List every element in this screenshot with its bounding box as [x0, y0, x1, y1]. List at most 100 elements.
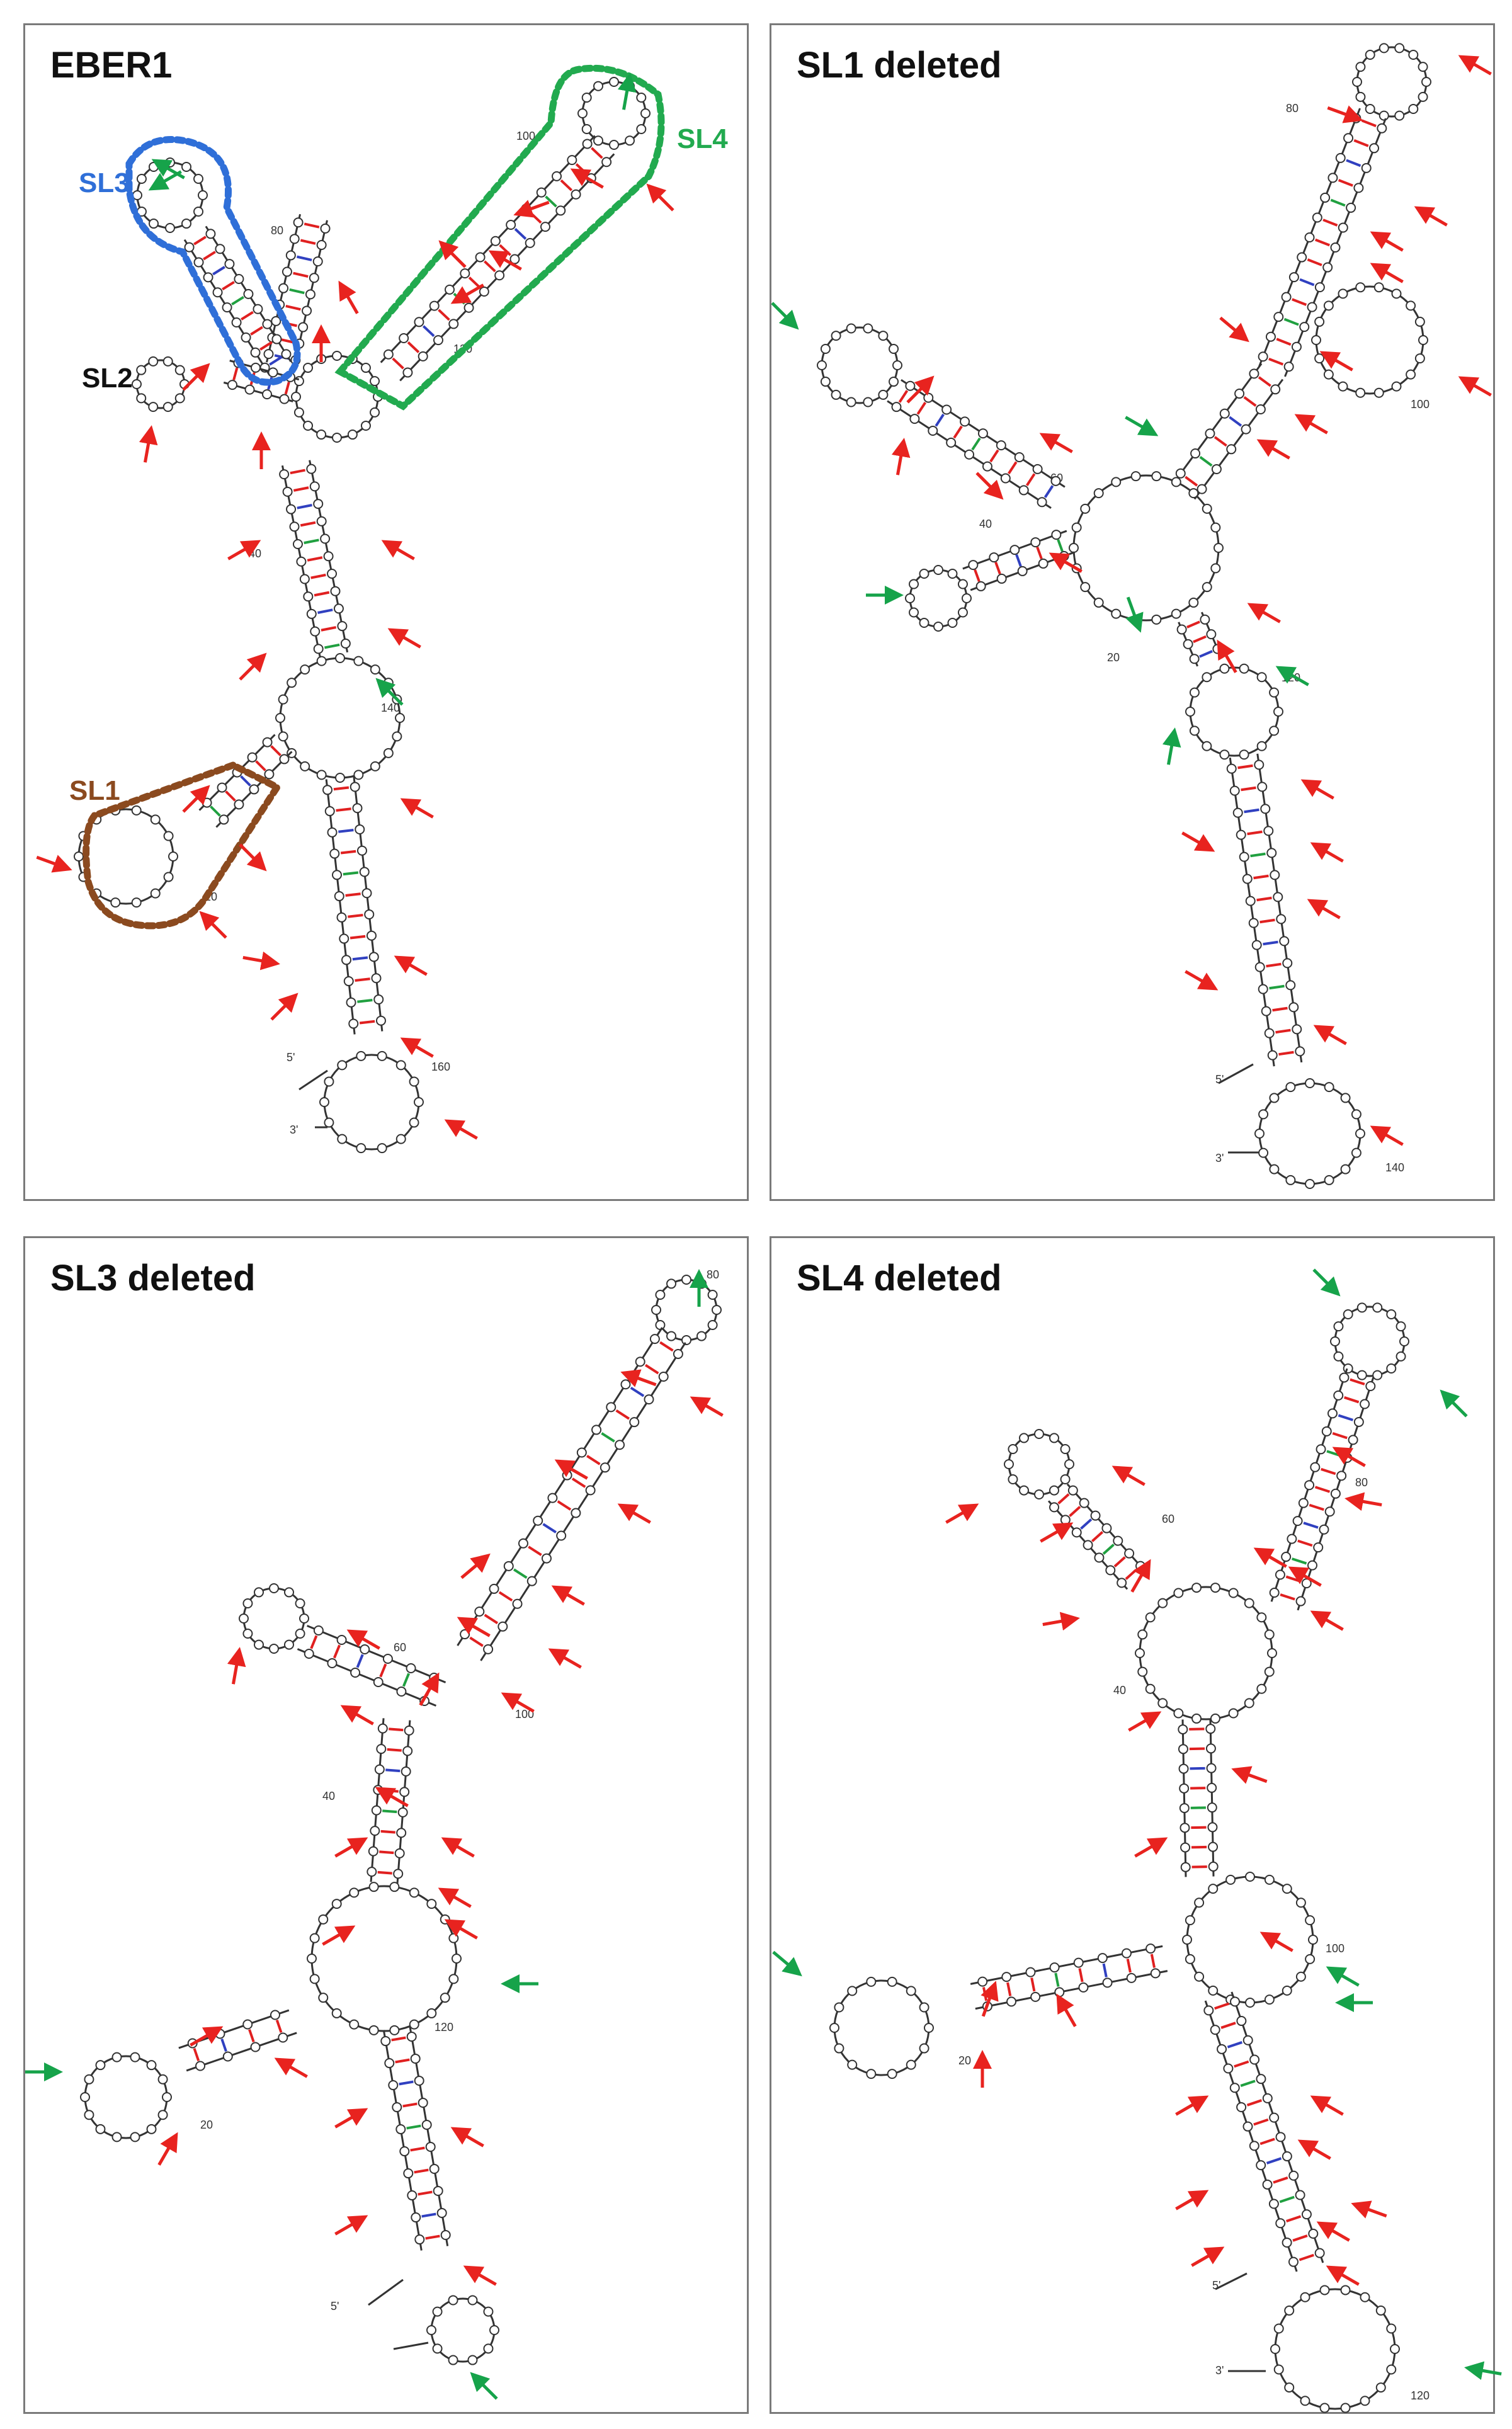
nucleotide: [1304, 232, 1315, 243]
nucleotide: [1258, 1147, 1269, 1158]
nucleotide: [962, 593, 972, 603]
nucleotide: [448, 2355, 458, 2365]
base-pair: [355, 977, 370, 982]
nucleotide: [1285, 1175, 1296, 1185]
nucleotide: [284, 1639, 294, 1650]
nucleotide: [636, 124, 647, 134]
nucleotide: [1386, 2323, 1397, 2334]
base-pair: [1006, 1982, 1012, 1996]
nucleotide: [382, 1653, 393, 1664]
base-pair: [1297, 1539, 1313, 1547]
hairpin-loop: [577, 77, 651, 150]
nucleotide: [1117, 1578, 1127, 1588]
nucleotide: [303, 363, 314, 373]
end-label-3prime: 3': [290, 1123, 298, 1136]
loop-backbone: [1072, 474, 1220, 622]
base-pair: [1240, 2079, 1256, 2087]
nucleotide: [356, 845, 367, 856]
end-label-5prime: 5': [1212, 2279, 1220, 2292]
nucleotide: [193, 174, 204, 184]
nucleotide: [655, 1290, 666, 1300]
base-pair: [1199, 456, 1213, 467]
base-pair: [1268, 357, 1284, 366]
loop-backbone: [310, 1885, 458, 2032]
nucleotide: [136, 393, 147, 404]
nucleotide: [130, 2132, 140, 2142]
nucleotide: [1333, 1390, 1344, 1401]
nucleotide: [1126, 1972, 1137, 1983]
nucleotide: [367, 1867, 377, 1877]
red-arrow: [444, 1119, 478, 1140]
nucleotide: [323, 551, 334, 562]
backbone-strand: [1229, 757, 1275, 1067]
nucleotide: [1365, 49, 1375, 60]
nucleotide: [371, 973, 382, 984]
base-pair: [255, 760, 266, 771]
nucleotide: [331, 2008, 342, 2018]
nucleotide: [292, 539, 303, 550]
nucleotide: [278, 731, 288, 742]
nucleotide: [1313, 1542, 1324, 1553]
nucleotide: [327, 827, 338, 838]
nucleotide: [483, 1644, 494, 1654]
nucleotide: [1282, 2237, 1292, 2248]
red-arrow: [1300, 779, 1334, 800]
base-pair: [1346, 159, 1361, 168]
nucleotide: [1080, 503, 1091, 514]
nucleotide: [571, 189, 581, 200]
nucleotide: [1372, 1370, 1383, 1380]
red-arrow: [460, 1553, 491, 1579]
nucleotide: [1340, 1164, 1351, 1175]
base-pair: [1286, 2215, 1302, 2222]
nucleotide: [1239, 749, 1249, 760]
nucleotide: [347, 429, 358, 440]
red-arrow: [1414, 206, 1448, 227]
red-arrow: [400, 1037, 434, 1058]
helix-stem: [1226, 753, 1305, 1067]
base-pair: [385, 1768, 401, 1773]
base-pair: [529, 212, 542, 224]
base-pair: [1338, 1414, 1354, 1421]
nucleotide: [1353, 183, 1364, 193]
nucleotide: [409, 1076, 419, 1087]
nucleotide: [989, 552, 999, 563]
helix-stem: [970, 1943, 1168, 2011]
nucleotide: [418, 351, 428, 361]
nucleotide: [361, 888, 372, 899]
nucleotide: [847, 2059, 858, 2070]
nucleotide: [84, 2074, 94, 2085]
red-arrow: [1310, 2095, 1344, 2116]
base-pair: [974, 569, 981, 582]
nucleotide: [250, 2042, 261, 2052]
nucleotide: [1399, 1336, 1409, 1346]
base-pair: [210, 805, 221, 817]
nucleotide: [227, 380, 238, 390]
nucleotide: [371, 1805, 382, 1816]
red-arrow: [1253, 1547, 1287, 1568]
nucleotide: [1356, 1370, 1367, 1380]
base-pair: [1309, 1503, 1324, 1511]
base-pair: [304, 538, 319, 545]
nucleotide: [1305, 1078, 1315, 1088]
base-pair: [304, 222, 320, 229]
red-arrow: [1219, 316, 1249, 343]
nucleotide: [1273, 2364, 1284, 2375]
nucleotide: [1338, 222, 1348, 233]
nucleotide: [429, 2163, 440, 2174]
nucleotide: [1032, 464, 1043, 474]
nucleotide: [1225, 1874, 1236, 1885]
base-pair: [317, 608, 333, 614]
nucleotide: [1314, 282, 1325, 293]
helix-stem: [887, 379, 1066, 509]
nucleotide: [460, 1629, 470, 1640]
base-pair: [528, 1545, 542, 1556]
nucleotide: [696, 1331, 707, 1341]
green-arrow: [1312, 1268, 1341, 1297]
nucleotide: [1207, 1802, 1217, 1813]
nucleotide: [389, 2025, 400, 2035]
nucleotide: [1219, 408, 1230, 419]
nucleotide: [448, 319, 459, 329]
red-arrow: [1130, 1559, 1151, 1593]
base-pair: [1259, 2137, 1275, 2146]
nucleotide: [399, 333, 409, 344]
